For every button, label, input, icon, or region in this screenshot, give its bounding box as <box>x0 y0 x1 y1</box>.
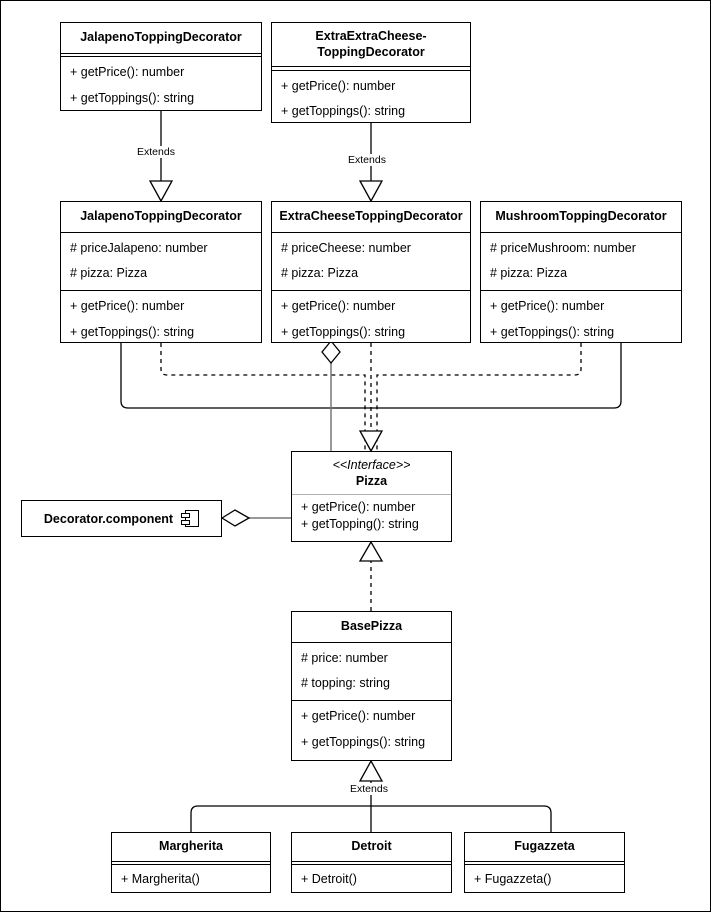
method-item: + getToppings(): string <box>70 90 195 105</box>
arrowhead-implements-basepizza <box>358 540 384 562</box>
methods-section: + getPrice(): number + getToppings(): st… <box>292 701 451 758</box>
section-divider <box>61 52 261 58</box>
class-extraextracheese-topping-decorator-abstract[interactable]: ExtraExtraCheese- ToppingDecorator + get… <box>271 22 471 123</box>
class-title: Fugazzeta <box>514 839 575 853</box>
attribute-item: # priceCheese: number <box>281 240 411 255</box>
section-divider <box>292 494 451 496</box>
method-item: + Fugazzeta() <box>474 872 552 887</box>
method-item: + getTopping(): string <box>301 516 419 531</box>
attributes-section: # price: number # topping: string <box>292 643 451 700</box>
arrowhead-implements-pizza <box>358 430 384 453</box>
method-item: + getPrice(): number <box>281 78 396 93</box>
methods-section: + getPrice(): number + getToppings(): st… <box>481 291 681 348</box>
edge-extends-branch-bus <box>190 805 552 832</box>
edge-label-extends-extracheese: Extends <box>346 154 388 166</box>
class-margherita[interactable]: Margherita + Margherita() <box>111 832 271 893</box>
section-divider <box>481 231 681 233</box>
component-icon <box>181 510 200 527</box>
methods-section: + getPrice(): number + getToppings(): st… <box>61 57 261 114</box>
method-item: + getToppings(): string <box>70 324 195 339</box>
method-item: + getToppings(): string <box>281 104 406 119</box>
component-label: Decorator.component <box>43 511 174 526</box>
component-icon-tab <box>181 520 191 525</box>
section-divider <box>272 289 470 291</box>
class-base-pizza[interactable]: BasePizza # price: number # topping: str… <box>291 611 452 761</box>
attribute-item: # pizza: Pizza <box>490 266 568 281</box>
class-jalapeno-topping-decorator[interactable]: JalapenoToppingDecorator # priceJalapeno… <box>60 201 262 343</box>
class-title: <<Interface>> Pizza <box>292 452 451 494</box>
edge-aggregation-right-rail <box>331 343 622 409</box>
method-item: + getPrice(): number <box>70 298 185 313</box>
attribute-item: # pizza: Pizza <box>70 266 148 281</box>
attribute-item: # pizza: Pizza <box>281 266 359 281</box>
methods-section: + getPrice(): number + getToppings(): st… <box>272 291 470 348</box>
arrowhead-extends-extracheese <box>358 180 384 203</box>
edge-aggregation-left-rail <box>120 343 331 409</box>
methods-section: + Fugazzeta() <box>465 865 624 895</box>
attribute-item: # topping: string <box>301 676 390 691</box>
interface-stereotype: <<Interface>> <box>332 458 411 472</box>
component-decorator-component[interactable]: Decorator.component <box>21 500 222 537</box>
method-item: + getToppings(): string <box>281 324 406 339</box>
class-jalapeno-topping-decorator-abstract[interactable]: JalapenoToppingDecorator + getPrice(): n… <box>60 22 262 111</box>
section-divider <box>292 860 451 866</box>
component-icon-tab <box>181 513 191 518</box>
edge-label-extends-jalapeno: Extends <box>135 146 177 158</box>
class-detroit[interactable]: Detroit + Detroit() <box>291 832 452 893</box>
attributes-section: # priceJalapeno: number # pizza: Pizza <box>61 233 261 290</box>
class-mushroom-topping-decorator[interactable]: MushroomToppingDecorator # priceMushroom… <box>480 201 682 343</box>
section-divider <box>292 699 451 701</box>
class-title-line1: ExtraExtraCheese- <box>315 29 427 43</box>
attribute-item: # price: number <box>301 650 388 665</box>
arrowhead-extends-basepizza <box>358 759 384 782</box>
methods-section: + getPrice(): number + getToppings(): st… <box>61 291 261 348</box>
class-title: MushroomToppingDecorator <box>495 209 667 223</box>
class-title: JalapenoToppingDecorator <box>80 209 242 223</box>
edge-label-extends-basepizza: Extends <box>348 783 390 795</box>
method-item: + getPrice(): number <box>70 65 185 80</box>
methods-section: + getPrice(): number + getTopping(): str… <box>292 495 451 539</box>
class-title: JalapenoToppingDecorator <box>80 30 242 44</box>
aggregation-diamond-component <box>220 509 251 527</box>
class-title: BasePizza <box>340 619 403 633</box>
attribute-item: # priceMushroom: number <box>490 240 636 255</box>
section-divider <box>292 641 451 643</box>
method-item: + getToppings(): string <box>301 734 426 749</box>
method-item: + getToppings(): string <box>490 324 615 339</box>
method-item: + Detroit() <box>301 872 357 887</box>
methods-section: + getPrice(): number + getToppings(): st… <box>272 71 470 128</box>
attribute-item: # priceJalapeno: number <box>70 240 208 255</box>
arrowhead-extends-jalapeno <box>148 180 174 203</box>
class-title-line2: ToppingDecorator <box>317 44 425 59</box>
methods-section: + Detroit() <box>292 865 451 895</box>
class-title-text: Pizza <box>355 473 388 488</box>
attributes-section: # priceMushroom: number # pizza: Pizza <box>481 233 681 290</box>
section-divider <box>272 231 470 233</box>
method-item: + getPrice(): number <box>490 298 605 313</box>
class-extracheese-topping-decorator[interactable]: ExtraCheeseToppingDecorator # priceChees… <box>271 201 471 343</box>
method-item: + getPrice(): number <box>301 708 416 723</box>
method-item: + getPrice(): number <box>281 298 396 313</box>
attributes-section: # priceCheese: number # pizza: Pizza <box>272 233 470 290</box>
class-title: ExtraCheeseToppingDecorator <box>279 209 463 223</box>
class-pizza-interface[interactable]: <<Interface>> Pizza + getPrice(): number… <box>291 451 452 542</box>
class-title: Detroit <box>351 839 392 853</box>
class-title: Margherita <box>159 839 223 853</box>
section-divider <box>112 860 270 866</box>
methods-section: + Margherita() <box>112 865 270 895</box>
section-divider <box>272 66 470 71</box>
method-item: + Margherita() <box>121 872 200 887</box>
section-divider <box>465 860 624 866</box>
section-divider <box>61 231 261 233</box>
section-divider <box>481 289 681 291</box>
class-title: ExtraExtraCheese- ToppingDecorator <box>272 23 470 66</box>
method-item: + getPrice(): number <box>301 500 416 515</box>
class-fugazzeta[interactable]: Fugazzeta + Fugazzeta() <box>464 832 625 893</box>
section-divider <box>61 289 261 291</box>
